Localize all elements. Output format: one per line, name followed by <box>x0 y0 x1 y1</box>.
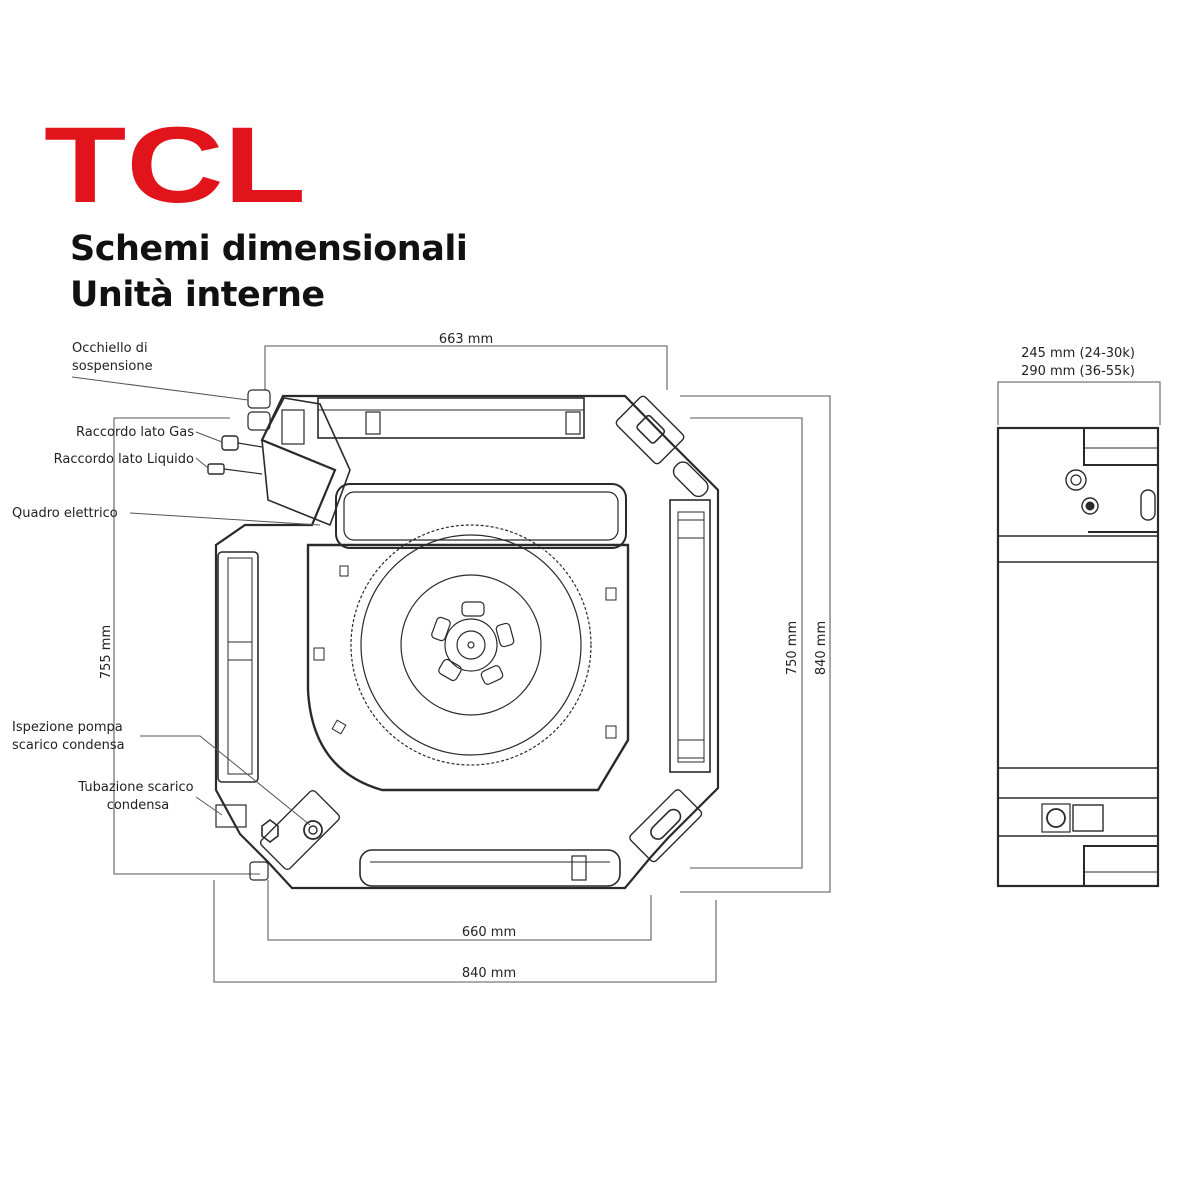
dimension-lines <box>113 345 1161 983</box>
callout-pompa-line1: Ispezione pompa <box>12 720 123 735</box>
cassette-unit-side-view <box>996 426 1160 888</box>
dim-left-height: 755 mm <box>99 625 114 679</box>
dim-bottom-inner-width: 660 mm <box>462 925 516 940</box>
dim-top-width: 663 mm <box>439 332 493 347</box>
dim-side-height-small: 245 mm (24-30k) <box>1021 346 1135 361</box>
dim-right-inner-height: 750 mm <box>785 621 800 675</box>
title-line-1: Schemi dimensionali <box>70 229 468 269</box>
svg-text:TCL: TCL <box>44 120 306 206</box>
callout-quadro: Quadro elettrico <box>12 506 118 521</box>
callout-liquido: Raccordo lato Liquido <box>54 452 194 467</box>
leader-lines <box>71 376 321 826</box>
callout-tubazione-line1: Tubazione scarico <box>77 780 193 795</box>
tcl-logo: TCL <box>44 120 306 206</box>
dim-side-height-large: 290 mm (36-55k) <box>1021 364 1135 379</box>
dim-bottom-outer-width: 840 mm <box>462 966 516 981</box>
callout-occhiello-line2: sospensione <box>72 359 153 374</box>
title-line-2: Unità interne <box>70 275 325 315</box>
callout-tubazione-line2: condensa <box>107 798 170 813</box>
page-title: Schemi dimensionali Unità interne <box>70 226 468 318</box>
callout-gas: Raccordo lato Gas <box>76 425 194 440</box>
callout-pompa-line2: scarico condensa <box>12 738 125 753</box>
dim-right-outer-height: 840 mm <box>814 621 829 675</box>
cassette-unit-plan-view <box>207 389 720 890</box>
callout-occhiello-line1: Occhiello di <box>72 341 148 356</box>
